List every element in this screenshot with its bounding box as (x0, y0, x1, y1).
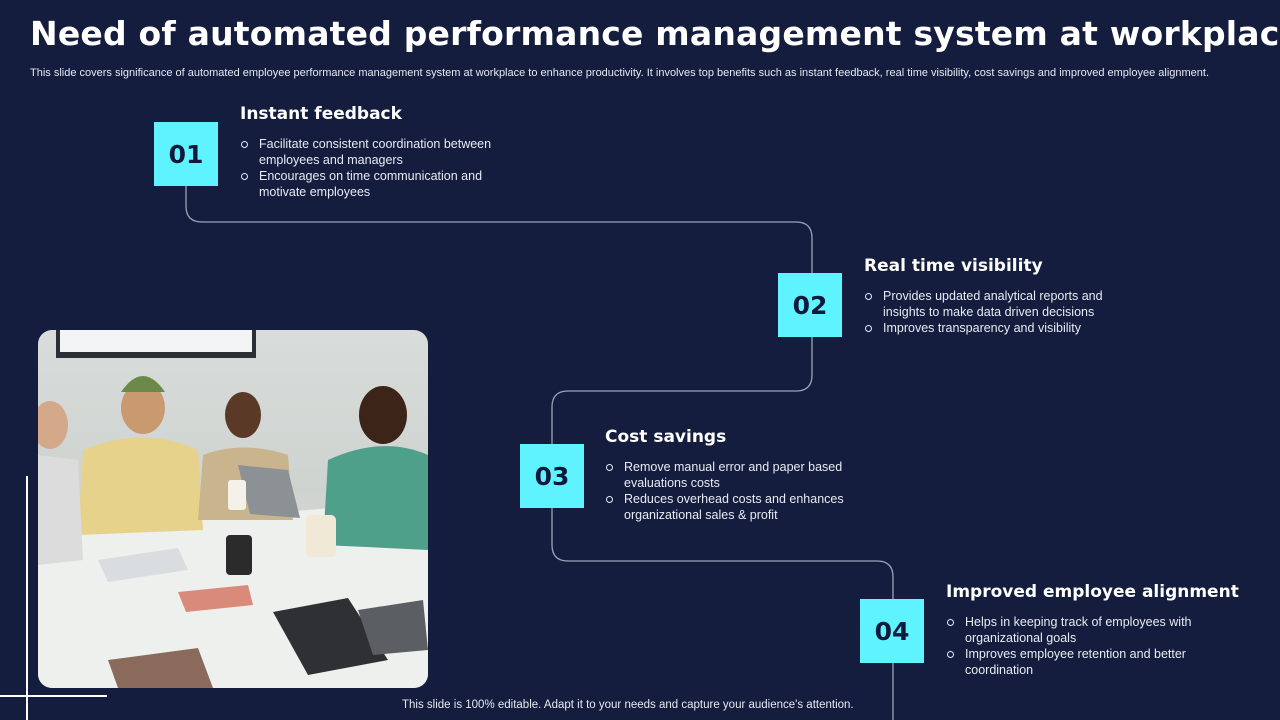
step-bullet: Encourages on time communication and mot… (240, 168, 510, 200)
step-bullet: Improves transparency and visibility (864, 320, 1104, 336)
team-meeting-photo (38, 330, 428, 688)
corner-accent-horizontal (0, 695, 107, 697)
step-bullet: Helps in keeping track of employees with… (946, 614, 1216, 646)
step-number-badge: 01 (154, 122, 218, 186)
slide-footer-note: This slide is 100% editable. Adapt it to… (402, 699, 854, 711)
step-title: Instant feedback (240, 104, 402, 124)
step-bullet: Remove manual error and paper based eval… (605, 459, 865, 491)
slide-title: Need of automated performance management… (30, 14, 1280, 53)
step-title: Cost savings (605, 427, 727, 447)
step-title: Real time visibility (864, 256, 1043, 276)
slide-subtitle: This slide covers significance of automa… (30, 67, 1210, 79)
step-bullet-list: Helps in keeping track of employees with… (946, 614, 1216, 678)
corner-accent-vertical (26, 476, 28, 720)
step-title: Improved employee alignment (946, 582, 1239, 602)
step-number-badge: 04 (860, 599, 924, 663)
step-bullet-list: Provides updated analytical reports and … (864, 288, 1104, 336)
step-number-badge: 02 (778, 273, 842, 337)
step-bullet-list: Remove manual error and paper based eval… (605, 459, 865, 523)
step-number-badge: 03 (520, 444, 584, 508)
step-bullet: Provides updated analytical reports and … (864, 288, 1104, 320)
step-bullet: Reduces overhead costs and enhances orga… (605, 491, 865, 523)
step-bullet: Facilitate consistent coordination betwe… (240, 136, 510, 168)
step-bullet-list: Facilitate consistent coordination betwe… (240, 136, 510, 200)
team-meeting-illustration (38, 330, 428, 688)
step-bullet: Improves employee retention and better c… (946, 646, 1216, 678)
